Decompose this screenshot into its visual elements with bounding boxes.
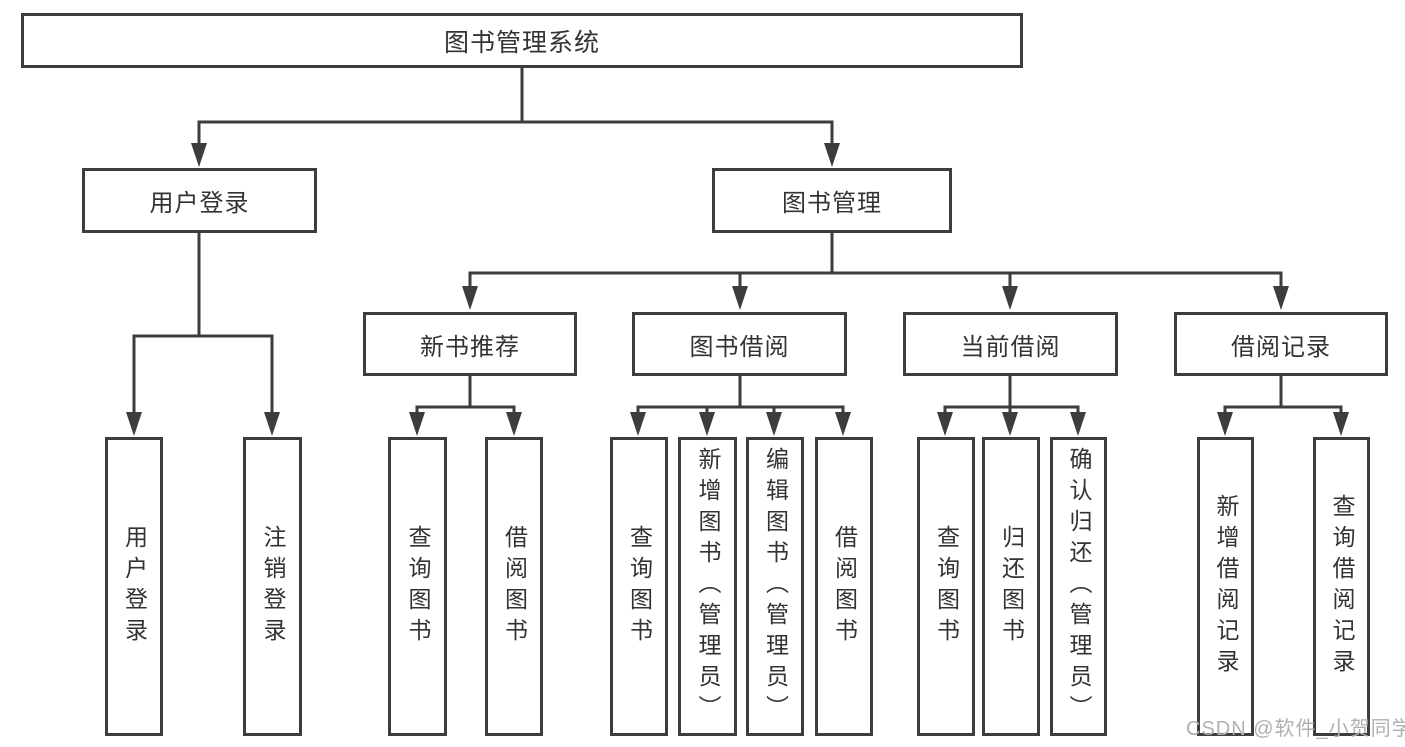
leaf-user-login: 用户登录 bbox=[105, 437, 163, 736]
leaf-current-query-books-label: 查询图书 bbox=[933, 524, 960, 649]
leaf-newbook-query-books: 查询图书 bbox=[388, 437, 447, 736]
leaf-borrow-borrow-books: 借阅图书 bbox=[815, 437, 873, 736]
leaf-borrow-edit-books-admin-label: 编辑图书（管理员） bbox=[762, 447, 789, 726]
leaf-borrow-query-books: 查询图书 bbox=[610, 437, 668, 736]
leaf-borrow-query-books-label: 查询图书 bbox=[626, 524, 653, 649]
node-borrow-records-label: 借阅记录 bbox=[1231, 333, 1331, 361]
leaf-records-add-record: 新增借阅记录 bbox=[1197, 437, 1254, 736]
leaf-borrow-add-books-admin: 新增图书（管理员） bbox=[678, 437, 737, 736]
leaf-records-query-record: 查询借阅记录 bbox=[1313, 437, 1370, 736]
node-root: 图书管理系统 bbox=[21, 13, 1023, 68]
leaf-current-confirm-return-admin-label: 确认归还（管理员） bbox=[1066, 447, 1092, 726]
node-current-borrow-label: 当前借阅 bbox=[960, 333, 1061, 361]
node-user-login-label: 用户登录 bbox=[149, 190, 250, 217]
node-book-management: 图书管理 bbox=[712, 168, 952, 233]
leaf-current-confirm-return-admin: 确认归还（管理员） bbox=[1050, 437, 1107, 736]
arrowhead-icons bbox=[126, 143, 1349, 436]
leaf-newbook-query-books-label: 查询图书 bbox=[405, 524, 431, 649]
leaf-current-return-books-label: 归还图书 bbox=[998, 524, 1025, 649]
leaf-borrow-add-books-admin-label: 新增图书（管理员） bbox=[695, 447, 721, 726]
leaf-logout-label: 注销登录 bbox=[260, 524, 286, 649]
leaf-logout: 注销登录 bbox=[243, 437, 302, 736]
node-book-borrow-label: 图书借阅 bbox=[689, 333, 790, 361]
leaf-newbook-borrow-books: 借阅图书 bbox=[485, 437, 543, 736]
leaf-records-query-record-label: 查询借阅记录 bbox=[1329, 493, 1355, 680]
leaf-newbook-borrow-books-label: 借阅图书 bbox=[501, 524, 528, 649]
node-borrow-records: 借阅记录 bbox=[1174, 312, 1388, 376]
node-root-label: 图书管理系统 bbox=[443, 28, 600, 57]
node-new-book-recommend-label: 新书推荐 bbox=[420, 333, 520, 361]
leaf-borrow-edit-books-admin: 编辑图书（管理员） bbox=[746, 437, 804, 736]
leaf-user-login-label: 用户登录 bbox=[121, 524, 148, 649]
watermark: CSDN @软件_小贺同学 bbox=[1186, 718, 1405, 740]
node-user-login: 用户登录 bbox=[82, 168, 317, 233]
node-book-borrow: 图书借阅 bbox=[632, 312, 847, 376]
node-current-borrow: 当前借阅 bbox=[903, 312, 1118, 376]
leaf-records-add-record-label: 新增借阅记录 bbox=[1213, 493, 1239, 680]
leaf-current-query-books: 查询图书 bbox=[917, 437, 975, 736]
leaf-current-return-books: 归还图书 bbox=[982, 437, 1040, 736]
node-new-book-recommend: 新书推荐 bbox=[363, 312, 577, 376]
node-book-management-label: 图书管理 bbox=[782, 190, 882, 217]
leaf-borrow-borrow-books-label: 借阅图书 bbox=[831, 524, 858, 649]
